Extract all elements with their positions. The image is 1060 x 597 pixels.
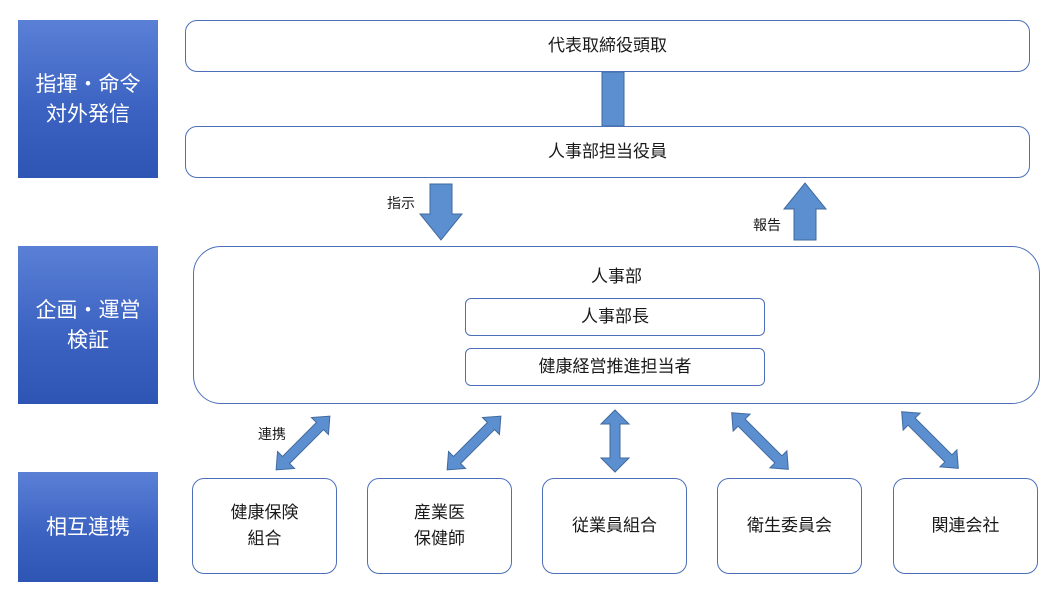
partner-health-committee: 衛生委員会 <box>717 478 862 574</box>
partner-health-insurance: 健康保険 組合 <box>192 478 337 574</box>
health-manager-box: 健康経営推進担当者 <box>465 348 765 386</box>
report-arrow <box>782 182 828 241</box>
connector-ceo-hr-officer <box>601 71 625 127</box>
hr-department-title: 人事部 <box>591 267 642 287</box>
label-planning: 企画・運営 検証 <box>18 246 158 404</box>
double-arrow-health-committee <box>731 412 789 470</box>
label-command: 指揮・命令 対外発信 <box>18 20 158 178</box>
double-arrow-affiliates <box>901 411 959 469</box>
report-label: 報告 <box>753 218 781 234</box>
double-arrow-labor-union <box>599 409 631 473</box>
hr-head-box: 人事部長 <box>465 298 765 336</box>
label-cooperation: 相互連携 <box>18 472 158 582</box>
double-arrow-industrial-doctor <box>446 415 502 471</box>
double-arrow-health-insurance <box>275 415 331 471</box>
ceo-box: 代表取締役頭取 <box>185 20 1030 72</box>
partner-affiliates: 関連会社 <box>893 478 1038 574</box>
partner-industrial-doctor: 産業医 保健師 <box>367 478 512 574</box>
hr-officer-box: 人事部担当役員 <box>185 126 1030 178</box>
instruction-arrow <box>418 183 464 241</box>
instruction-label: 指示 <box>387 196 415 212</box>
partner-labor-union: 従業員組合 <box>542 478 687 574</box>
cooperation-label: 連携 <box>258 427 286 443</box>
